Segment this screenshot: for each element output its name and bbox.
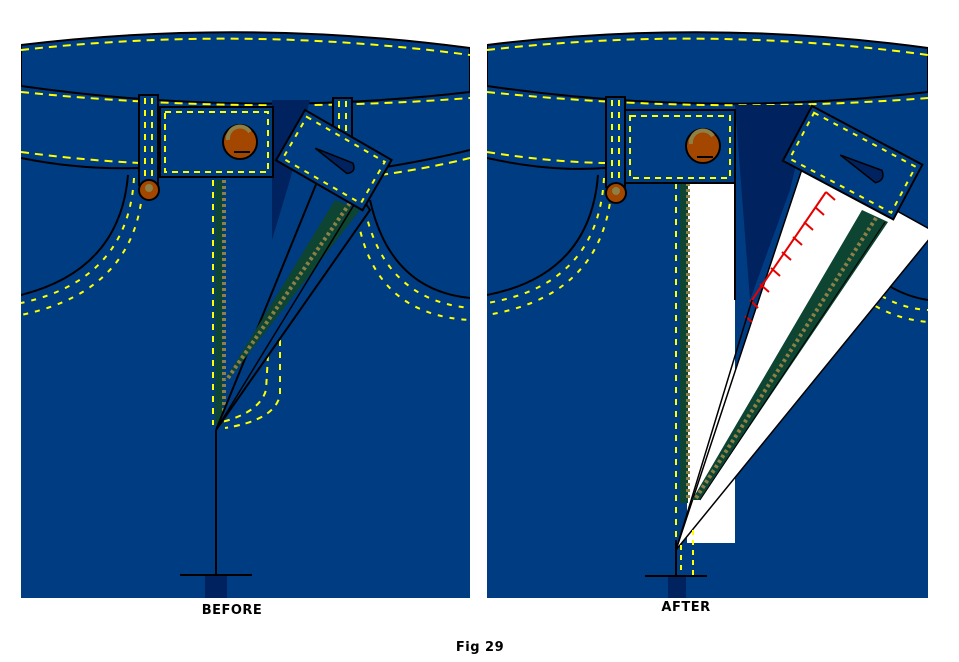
- before-jeans: [21, 31, 470, 598]
- figure-caption: Fig 29: [455, 640, 505, 655]
- after-jeans: [487, 31, 928, 598]
- before-label: BEFORE: [201, 603, 263, 618]
- before-illustration: [21, 31, 928, 598]
- after-label: AFTER: [661, 600, 711, 615]
